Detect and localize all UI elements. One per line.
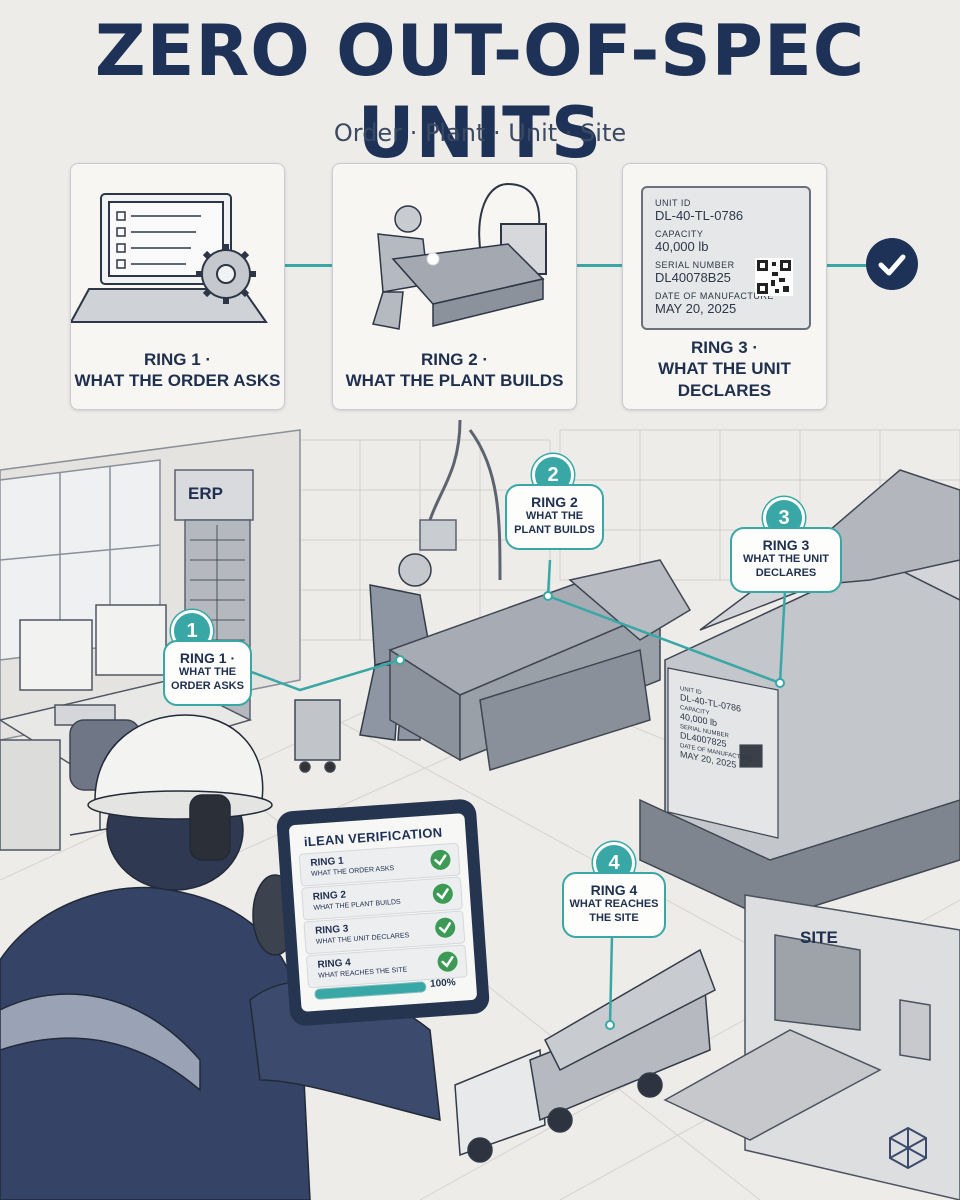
- check-icon: [434, 917, 456, 939]
- site-sign: SITE: [800, 928, 838, 947]
- tablet-screen: iLEAN VERIFICATION RING 1 WHAT THE ORDER…: [288, 813, 478, 1012]
- callout-4: RING 4 WHAT REACHES THE SITE: [562, 872, 666, 938]
- check-icon: [432, 883, 454, 905]
- ring-3-label: RING 3 ·: [690, 338, 759, 357]
- callout-1-desc-2: ORDER ASKS: [171, 679, 244, 692]
- laptop-icon: [69, 193, 268, 323]
- tablet-row-ring: RING 1: [310, 855, 345, 869]
- ring-1-card: RING 1 · WHAT THE ORDER ASKS: [69, 163, 285, 410]
- plate-unit-id-label: UNIT ID: [655, 198, 691, 208]
- tablet-row-ring-2[interactable]: RING 2 WHAT THE PLANT BUILDS: [301, 876, 463, 921]
- plate-capacity-label: CAPACITY: [655, 229, 704, 239]
- callout-1-desc-1: WHAT THE: [178, 666, 237, 678]
- ring-1-label: RING 1 ·: [143, 350, 212, 369]
- scene-plate-fields: UNIT ID DL-40-TL-0786 CAPACITY 40,000 lb…: [680, 686, 753, 773]
- ring-2-caption: RING 2 · WHAT THE PLANT BUILDS: [333, 349, 576, 392]
- tablet-row-ring-4[interactable]: RING 4 WHAT REACHES THE SITE: [305, 944, 468, 989]
- plate-date: MAY 20, 2025: [655, 301, 737, 316]
- tablet-row-ring: RING 4: [317, 957, 352, 971]
- gear-icon: [196, 244, 256, 304]
- connector-line: [283, 264, 332, 267]
- callout-1: RING 1 · WHAT THE ORDER ASKS: [163, 640, 252, 706]
- qr-code-icon: [755, 258, 793, 296]
- welder-icon: [372, 182, 547, 330]
- ring-3-desc-2: DECLARES: [677, 380, 772, 400]
- plate-unit-id: DL-40-TL-0786: [655, 208, 744, 223]
- plate-capacity: 40,000 lb: [655, 239, 709, 254]
- ring-3-card: UNIT ID DL-40-TL-0786 CAPACITY 40,000 lb…: [622, 163, 827, 410]
- callout-3: RING 3 WHAT THE UNIT DECLARES: [730, 527, 842, 593]
- callout-4-ring: RING 4: [590, 882, 638, 898]
- plate-fields: UNIT ID DL-40-TL-0786 CAPACITY 40,000 lb…: [655, 198, 774, 316]
- ring-3-desc-1: WHAT THE UNIT: [658, 359, 791, 379]
- logo-icon: [889, 1126, 927, 1170]
- tablet-row-ring: RING 3: [314, 923, 349, 937]
- unit-nameplate: UNIT ID DL-40-TL-0786 CAPACITY 40,000 lb…: [641, 186, 811, 330]
- callout-3-ring: RING 3: [762, 537, 810, 553]
- ring-1-desc: WHAT THE ORDER ASKS: [74, 371, 281, 391]
- callout-3-desc-1: WHAT THE UNIT: [743, 553, 829, 565]
- callout-4-desc-1: WHAT REACHES: [569, 898, 659, 910]
- erp-sign: ERP: [188, 484, 223, 503]
- connector-line: [575, 264, 622, 267]
- page-subtitle: Order · Plant · Unit · Site: [333, 119, 627, 147]
- tablet-row-ring-1[interactable]: RING 1 WHAT THE ORDER ASKS: [298, 842, 461, 887]
- callout-2: RING 2 WHAT THE PLANT BUILDS: [505, 484, 604, 550]
- callout-3-desc-2: DECLARES: [755, 566, 817, 579]
- callout-2-ring: RING 2: [531, 494, 578, 510]
- check-icon: [436, 950, 459, 973]
- plate-serial-label: SERIAL NUMBER: [655, 260, 735, 270]
- callout-1-ring: RING 1 ·: [179, 650, 236, 666]
- connector-line: [825, 264, 866, 267]
- plate-serial: DL40078B25: [655, 270, 731, 285]
- tablet-row-ring: RING 2: [312, 889, 347, 903]
- plate-date-label: DATE OF MANUFACTURE: [655, 291, 774, 301]
- callout-4-desc-2: THE SITE: [589, 911, 639, 924]
- page-title: ZERO OUT-OF-SPEC UNITS: [94, 10, 866, 174]
- verification-tablet: iLEAN VERIFICATION RING 1 WHAT THE ORDER…: [275, 798, 491, 1027]
- ring-2-desc: WHAT THE PLANT BUILDS: [345, 371, 564, 391]
- ring-3-caption: RING 3 · WHAT THE UNIT DECLARES: [623, 337, 826, 401]
- check-circle-icon: [866, 238, 918, 290]
- check-icon: [429, 849, 452, 871]
- ring-1-caption: RING 1 · WHAT THE ORDER ASKS: [71, 349, 284, 392]
- tablet-row-ring-3[interactable]: RING 3 WHAT THE UNIT DECLARES: [303, 910, 466, 955]
- callout-2-desc-1: WHAT THE: [525, 510, 584, 522]
- ring-2-label: RING 2 ·: [420, 350, 489, 369]
- callout-2-desc-2: PLANT BUILDS: [514, 523, 595, 536]
- verification-progress-label: 100%: [429, 977, 457, 990]
- ring-2-card: RING 2 · WHAT THE PLANT BUILDS: [332, 163, 577, 410]
